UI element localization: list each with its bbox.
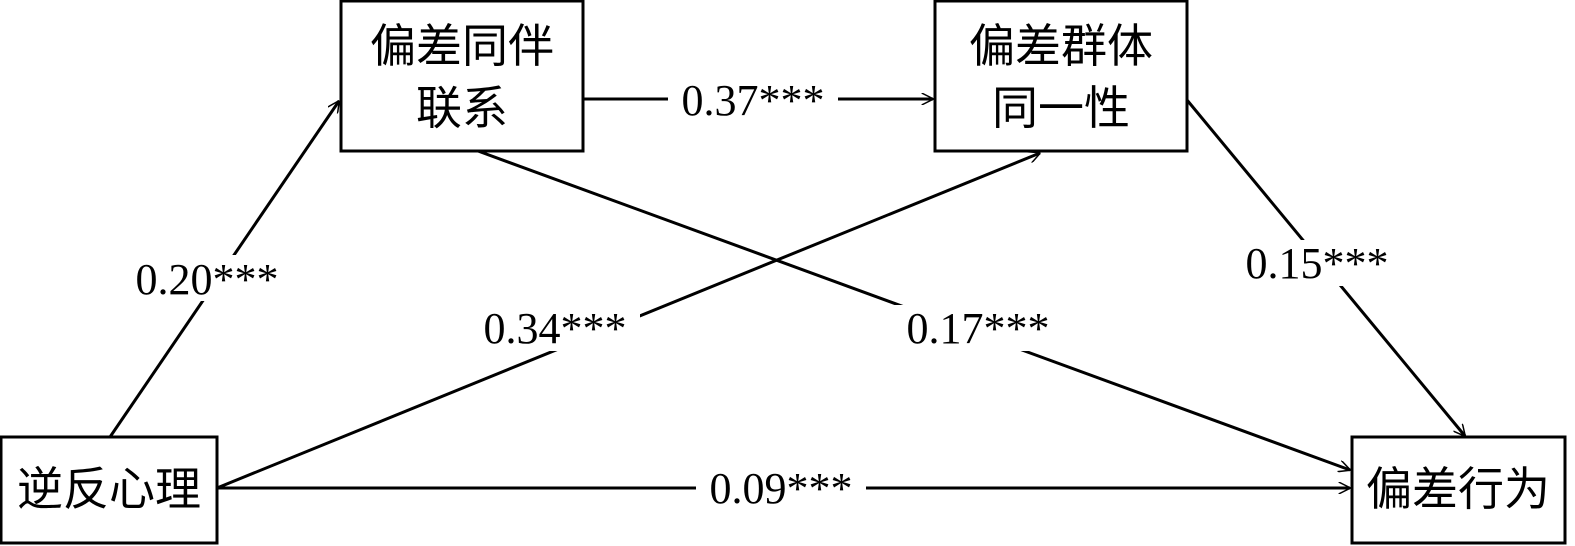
node-behavior-label: 偏差行为 bbox=[1366, 464, 1550, 515]
coef-reactance-behavior: 0.09*** bbox=[710, 464, 853, 513]
coef-reactance-identity: 0.34*** bbox=[484, 304, 627, 353]
node-peer-line1: 偏差同伴 bbox=[370, 21, 554, 72]
coef-identity-behavior: 0.15*** bbox=[1246, 239, 1389, 288]
node-psychological-reactance: 逆反心理 bbox=[0, 435, 219, 545]
coef-reactance-peer: 0.20*** bbox=[136, 255, 279, 304]
node-identity-line1: 偏差群体 bbox=[969, 21, 1153, 72]
node-deviant-behavior: 偏差行为 bbox=[1350, 435, 1567, 545]
node-reactance-label: 逆反心理 bbox=[17, 464, 201, 515]
node-peer-line2: 联系 bbox=[416, 83, 508, 134]
node-deviant-group-identity: 偏差群体 同一性 bbox=[933, 0, 1189, 153]
coef-peer-identity: 0.37*** bbox=[682, 76, 825, 125]
coef-peer-behavior: 0.17*** bbox=[907, 304, 1050, 353]
node-deviant-peer-affiliation: 偏差同伴 联系 bbox=[339, 0, 585, 153]
node-identity-line2: 同一性 bbox=[992, 83, 1130, 134]
